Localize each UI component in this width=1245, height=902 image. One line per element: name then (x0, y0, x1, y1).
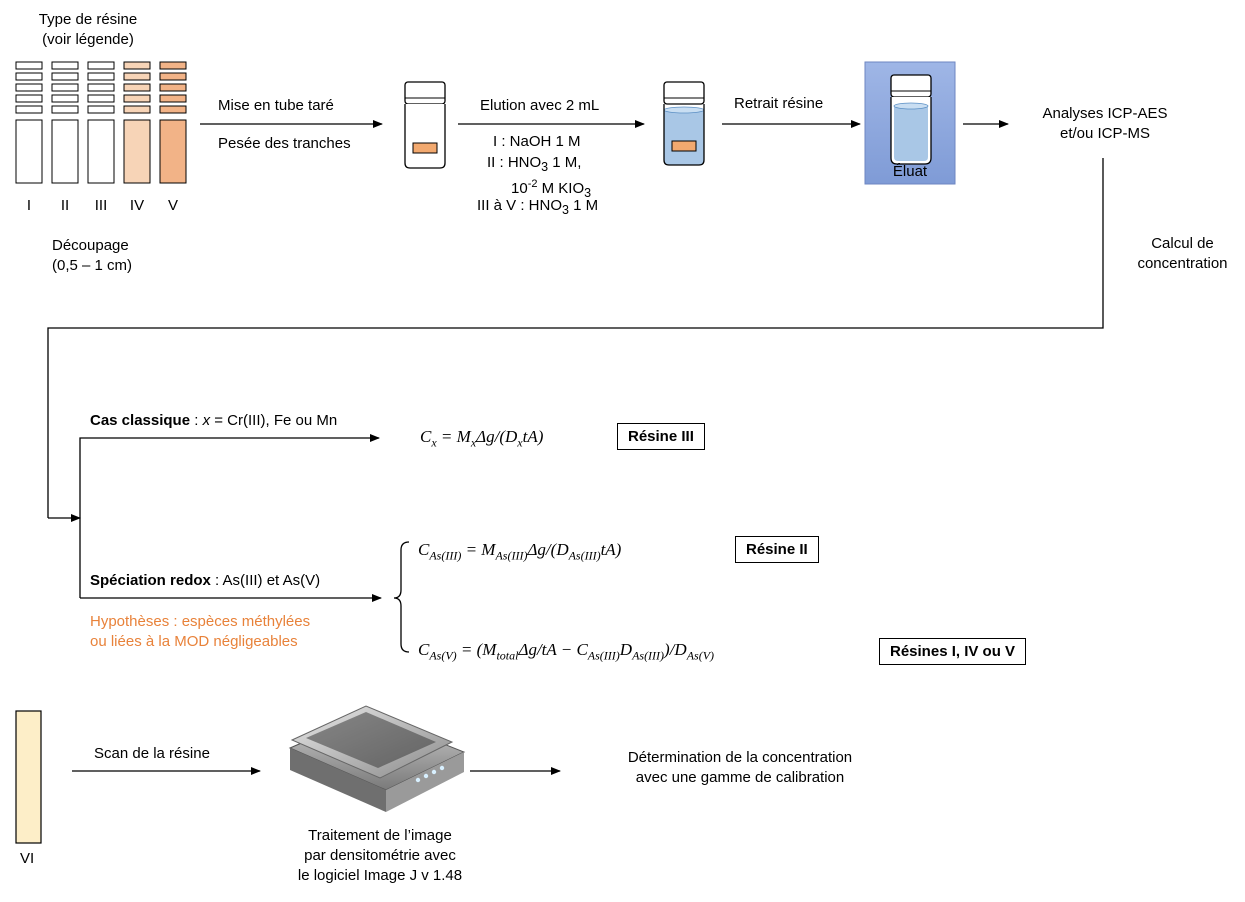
calc-line2: concentration (1137, 255, 1228, 272)
elution-line3-sup: -2 (527, 178, 538, 190)
eluate-label: Éluat (892, 163, 928, 180)
image-processing-line2: par densitométrie avec (304, 847, 456, 864)
image-processing-line3: le logiciel Image J v 1.48 (297, 867, 463, 884)
hypotheses-line2: ou liées à la MOD négligeables (90, 633, 298, 650)
redox-label: Spéciation redox : As(III) et As(V) (90, 571, 320, 591)
hypotheses-line1: Hypothèses : espèces méthylées (90, 613, 311, 630)
resin-label-III: III (94, 197, 108, 214)
resin-type-title-line1: Type de résine (38, 11, 138, 28)
resin-strips (15, 61, 187, 184)
resin-label-I: I (26, 197, 32, 214)
elution-line4-post: 1 M (568, 197, 599, 214)
resin-label-II: II (60, 197, 70, 214)
redox-rest: : As(III) et As(V) (210, 572, 321, 589)
elution-line3-mid: M KIO (537, 180, 585, 197)
elution-line4-sub: 3 (562, 203, 569, 217)
vial-icon (404, 81, 446, 169)
image-processing-label: Traitement de l’image par densitométrie … (270, 826, 490, 886)
brace (393, 541, 410, 653)
elution-line2-sub: 3 (541, 160, 549, 174)
analysis-line1: Analyses ICP-AES (1042, 105, 1168, 122)
determination-line2: avec une gamme de calibration (635, 769, 845, 786)
resin-strip-I (15, 61, 43, 184)
eluate-vial-icon (864, 61, 956, 185)
resin-removal-label: Retrait résine (734, 95, 824, 112)
resin-strip-VI (15, 710, 42, 844)
resin-label-VI: VI (20, 850, 35, 867)
elution-line4: III à V : HNO3 1 M (477, 196, 598, 220)
resin-type-title: Type de résine (voir légende) (12, 10, 164, 50)
calc-line1: Calcul de (1151, 235, 1214, 252)
resin-type-title-line2: (voir légende) (42, 31, 134, 48)
classic-case-label: Cas classique : x = Cr(III), Fe ou Mn (90, 411, 337, 431)
elution-line3-sub: 3 (584, 186, 592, 200)
hypotheses-label: Hypothèses : espèces méthylées ou liées … (90, 612, 310, 652)
elution-title: Elution avec 2 mL (480, 97, 600, 114)
cutting-line2: (0,5 – 1 cm) (52, 257, 133, 274)
resin-box-II: Résine II (735, 536, 819, 563)
elution-line3: 10-2 M KIO3 (511, 174, 591, 203)
vial-with-liquid-icon (663, 81, 705, 166)
classic-case-sep: : (190, 412, 203, 429)
formula-as3: CAs(III) = MAs(III)Δg/(DAs(III)tA) (418, 540, 622, 563)
cutting-label: Découpage (0,5 – 1 cm) (52, 236, 132, 276)
classic-case-rest: = Cr(III), Fe ou Mn (210, 412, 338, 429)
determination-label: Détermination de la concentration avec u… (570, 748, 910, 788)
resin-strip-IV (123, 61, 151, 184)
formula-as5: CAs(V) = (MtotalΔg/tA − CAs(III)DAs(III)… (418, 640, 715, 663)
analysis-line2: et/ou ICP-MS (1059, 125, 1151, 142)
resin-strip-III (87, 61, 115, 184)
determination-line1: Détermination de la concentration (627, 749, 853, 766)
analysis-label: Analyses ICP-AES et/ou ICP-MS (1000, 104, 1210, 144)
image-processing-line1: Traitement de l’image (308, 827, 452, 844)
step1-bottom: Pesée des tranches (218, 135, 351, 152)
cutting-line1: Découpage (52, 237, 129, 254)
resin-label-V: V (167, 197, 178, 214)
connector-line (47, 158, 1104, 518)
resin-strip-II (51, 61, 79, 184)
elution-line2-pre: II : HNO (487, 154, 542, 171)
resin-label-IV: IV (129, 197, 145, 214)
resin-box-I-IV-V: Résines I, IV ou V (879, 638, 1027, 665)
elution-line1: I : NaOH 1 M (493, 133, 581, 150)
resin-strip-V (159, 61, 187, 184)
elution-line2-post: 1 M, (548, 154, 582, 171)
step1-top: Mise en tube taré (218, 97, 334, 114)
scan-label: Scan de la résine (94, 745, 210, 762)
branch-classic (79, 434, 380, 598)
flatbed-scanner-icon (288, 705, 466, 812)
classic-case-x: x (202, 412, 211, 429)
formula-classic: Cx = MxΔg/(DxtA) (420, 427, 544, 450)
calc-label: Calcul de concentration (1120, 234, 1245, 274)
resin-box-III: Résine III (617, 423, 705, 450)
elution-line4-pre: III à V : HNO (477, 197, 563, 214)
elution-line3-pre: 10 (511, 180, 528, 197)
classic-case-bold: Cas classique (90, 412, 191, 429)
elution-line2: II : HNO3 1 M, (487, 153, 581, 177)
redox-bold: Spéciation redox (90, 572, 211, 589)
